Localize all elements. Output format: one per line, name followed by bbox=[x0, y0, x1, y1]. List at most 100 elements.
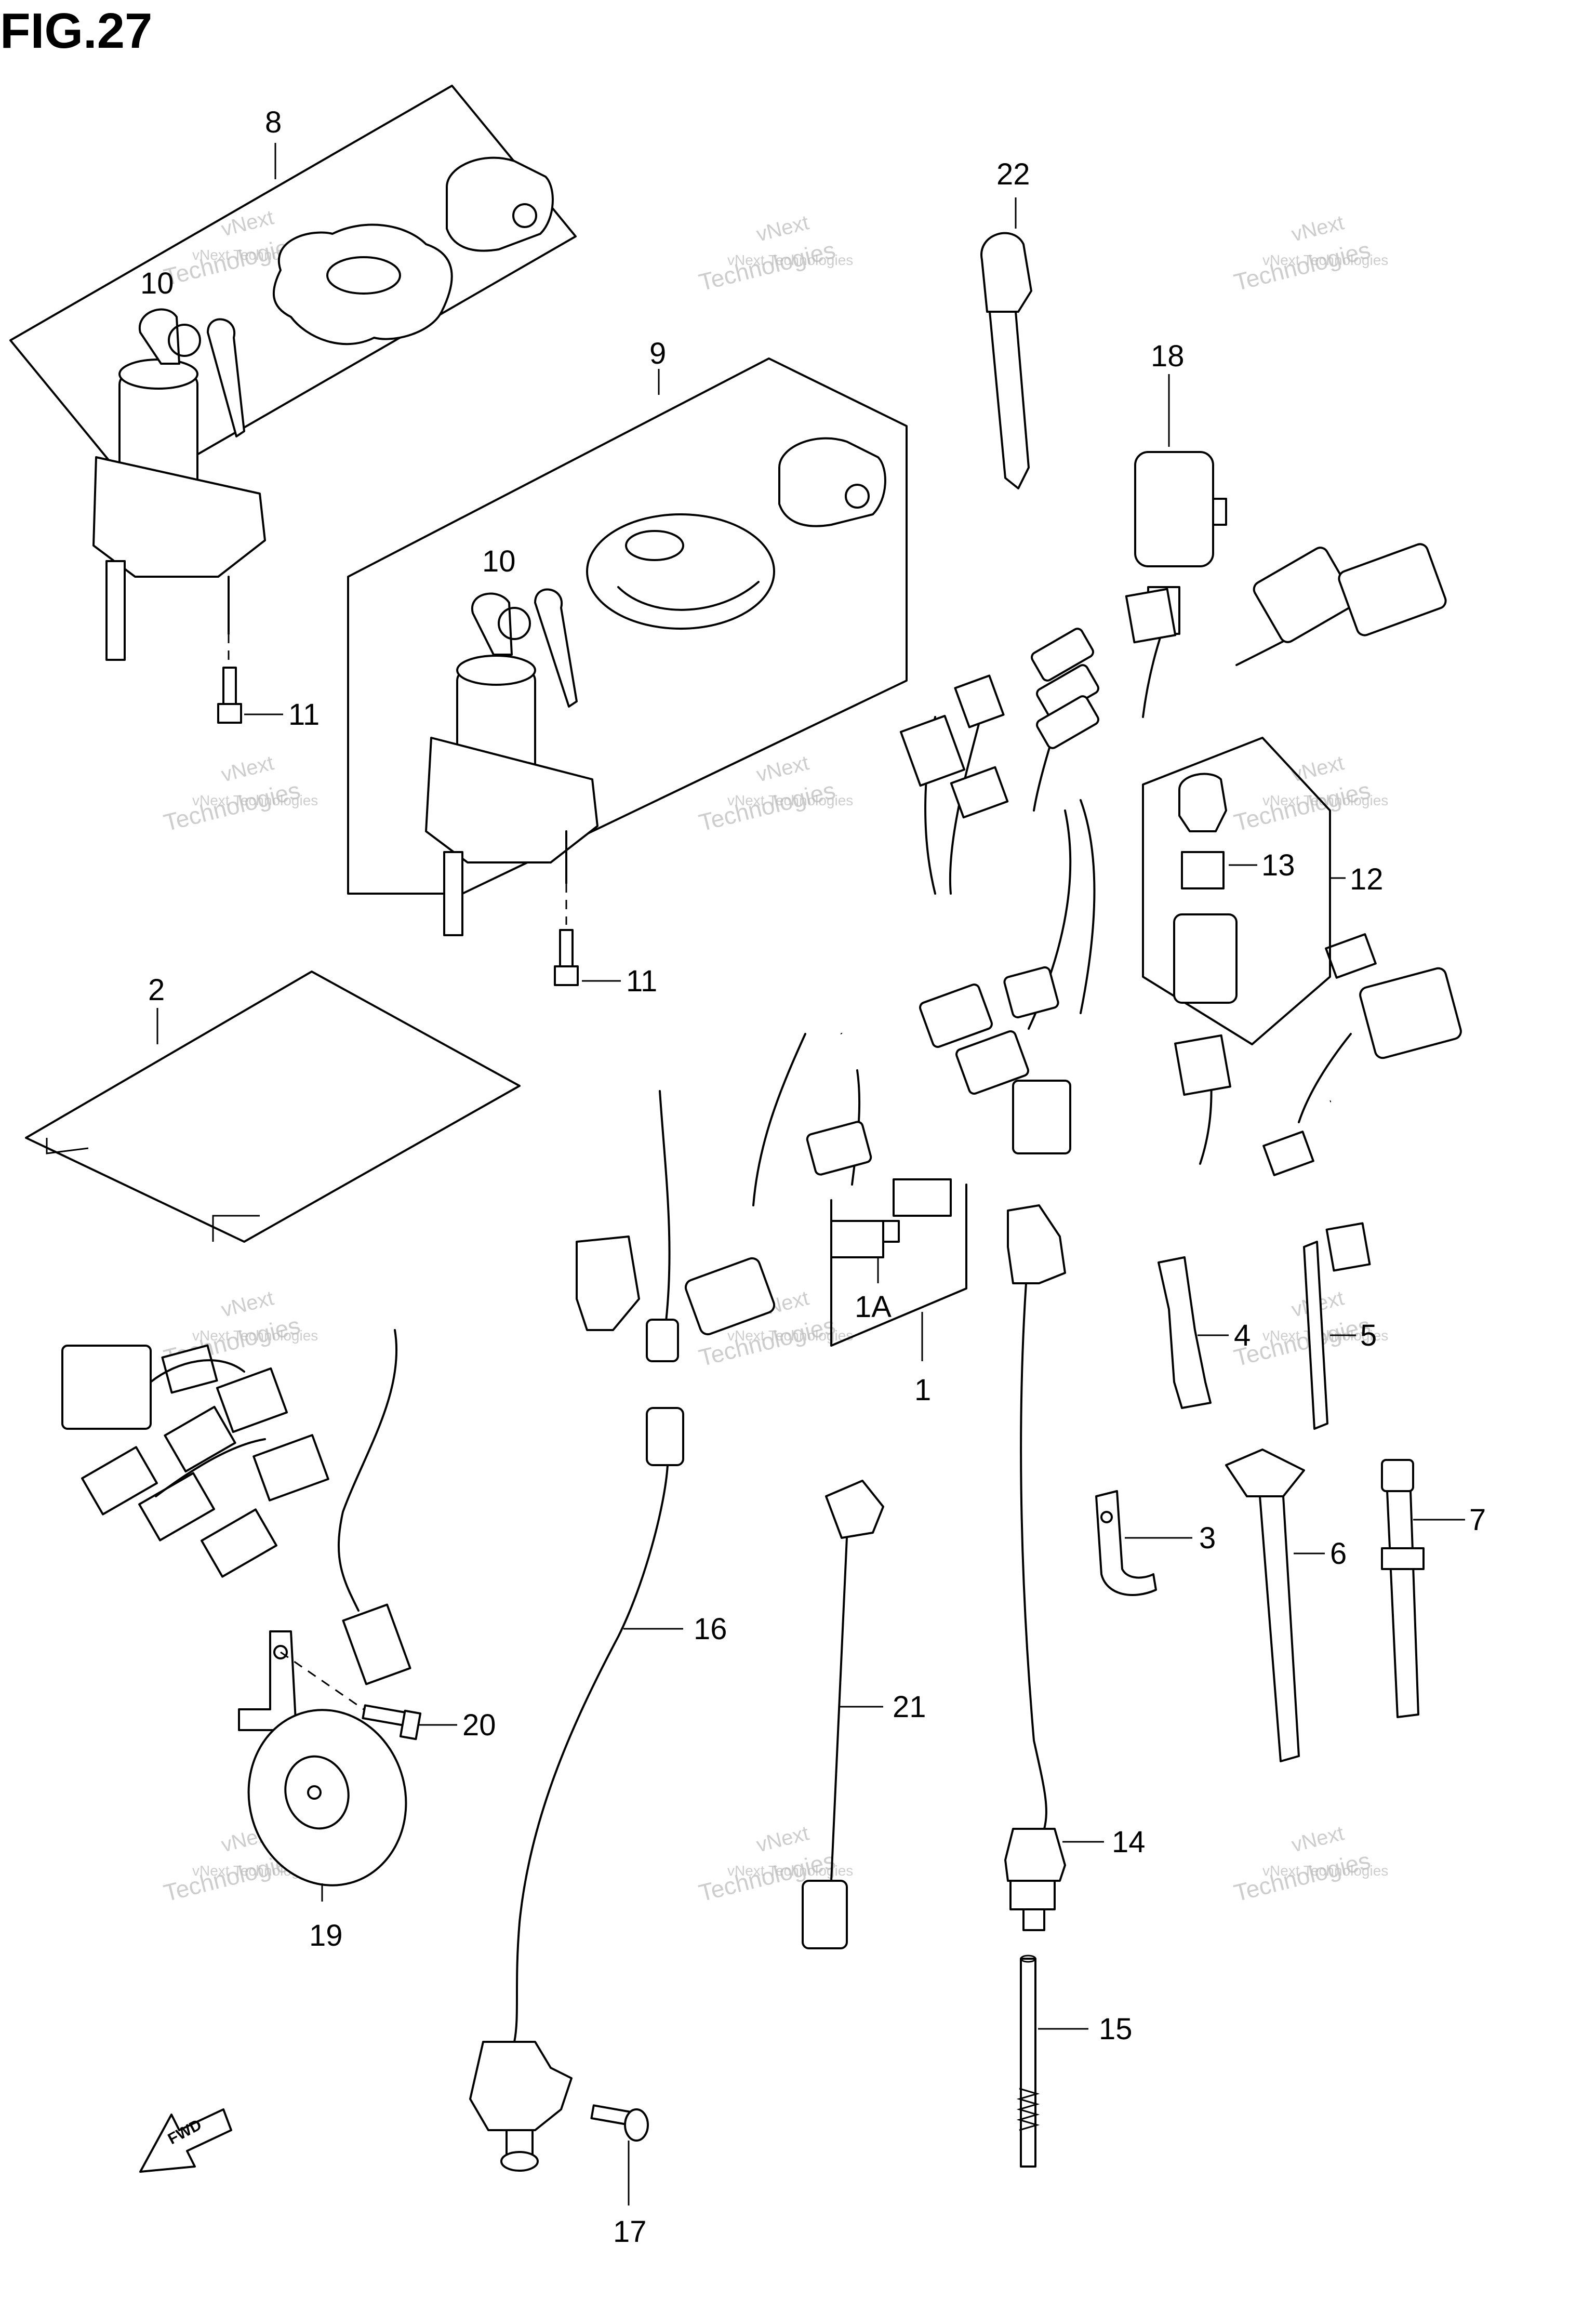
label-8: 8 bbox=[265, 105, 282, 139]
label-11-upper: 11 bbox=[288, 698, 320, 732]
watermark-text: vNext Technologies bbox=[192, 1327, 318, 1344]
switch-connector bbox=[646, 1407, 684, 1466]
label-18: 18 bbox=[1151, 339, 1185, 373]
watermark-technologies: Technologies bbox=[696, 776, 838, 836]
ignition-switch-top bbox=[118, 358, 198, 390]
horn-terminal bbox=[307, 1785, 322, 1800]
key-blade bbox=[989, 311, 1030, 489]
label-13: 13 bbox=[1261, 848, 1295, 882]
label-2: 2 bbox=[148, 973, 165, 1007]
part-9-ignition-switch-set bbox=[347, 357, 908, 936]
part-3-bracket bbox=[1095, 1490, 1192, 1596]
fuel-cap-lock bbox=[326, 256, 401, 295]
wire bbox=[337, 1329, 398, 1612]
seat-lock bbox=[778, 437, 886, 527]
sensor-cap bbox=[825, 1480, 884, 1539]
part-22-key bbox=[980, 197, 1032, 489]
part-9-outline bbox=[347, 357, 908, 895]
harness-connector bbox=[955, 1030, 1029, 1095]
harness-connector bbox=[684, 1257, 776, 1336]
switch-body bbox=[1004, 1828, 1066, 1882]
watermark-vnext: vNext bbox=[1289, 751, 1347, 786]
fuel-cap bbox=[586, 513, 775, 630]
part-15-pin bbox=[1016, 1955, 1088, 2168]
part-5-strap bbox=[1303, 1222, 1371, 1430]
screw-head bbox=[554, 965, 579, 986]
watermark-vnext: vNext bbox=[219, 206, 276, 241]
part-8-ignition-switch-set bbox=[9, 85, 577, 661]
horn-bracket bbox=[238, 1630, 297, 1731]
label-11-lower: 11 bbox=[626, 964, 657, 998]
horn-center bbox=[284, 1755, 350, 1830]
watermark-vnext: vNext bbox=[754, 751, 812, 786]
label-5: 5 bbox=[1360, 1319, 1377, 1352]
harness-connector bbox=[1338, 543, 1447, 636]
switch-nut bbox=[1009, 1880, 1056, 1910]
part-8-outline bbox=[9, 85, 577, 492]
pin-spring bbox=[1016, 2088, 1040, 2131]
harness-connector bbox=[1359, 967, 1462, 1059]
part-12-fuse-box bbox=[1142, 737, 1346, 1045]
harness-connector bbox=[1174, 1034, 1231, 1096]
seat-lock-keyhole bbox=[845, 484, 870, 509]
harness-connector bbox=[1031, 628, 1094, 682]
ignition-switch-flange bbox=[92, 456, 266, 578]
harness-branch-right-fill bbox=[839, 1031, 1331, 1178]
switch-connector bbox=[1007, 1204, 1066, 1284]
key-blade bbox=[534, 588, 578, 708]
label-12: 12 bbox=[1350, 862, 1384, 896]
watermark-vnext: vNext bbox=[219, 751, 276, 786]
label-16: 16 bbox=[694, 1612, 727, 1646]
label-17: 17 bbox=[613, 2215, 647, 2249]
watermark-technologies: Technologies bbox=[161, 776, 303, 836]
part-2-label-sheet bbox=[25, 971, 521, 1243]
label-22: 22 bbox=[996, 157, 1030, 191]
label-sheet-mark bbox=[46, 1138, 89, 1154]
part-20-bolt bbox=[362, 1704, 457, 1740]
seat-lock-keyhole bbox=[512, 203, 537, 228]
horn-body bbox=[247, 1709, 407, 1886]
part-4-clamp bbox=[1158, 1256, 1229, 1409]
harness-connector bbox=[899, 714, 966, 787]
label-21: 21 bbox=[893, 1690, 926, 1724]
harness-connector bbox=[1262, 1131, 1314, 1176]
key-blade bbox=[207, 318, 245, 437]
harness-connector bbox=[1125, 588, 1177, 644]
part-13-fuse bbox=[1181, 851, 1225, 889]
pin-top bbox=[1020, 1955, 1036, 1963]
switch-body bbox=[469, 2041, 573, 2131]
part-17-screw bbox=[590, 2104, 649, 2205]
watermark-vnext: vNext bbox=[754, 1822, 812, 1856]
key-head bbox=[138, 308, 180, 365]
harness-connector bbox=[1325, 933, 1377, 979]
harness-connector bbox=[576, 1235, 640, 1331]
watermark-technologies: Technologies bbox=[1231, 236, 1373, 296]
switch-cable bbox=[1020, 1282, 1047, 1830]
harness-connector bbox=[216, 1367, 288, 1433]
fwd-arrow-shape bbox=[139, 2108, 232, 2173]
part-16-side-stand-switch bbox=[469, 1407, 684, 2172]
bolt-head bbox=[399, 1709, 422, 1740]
switch-tip bbox=[1022, 1908, 1045, 1931]
harness-connector bbox=[1036, 695, 1099, 749]
fuse-box-body bbox=[1173, 913, 1238, 1004]
horn-bracket-hole bbox=[273, 1645, 288, 1659]
label-19: 19 bbox=[309, 1919, 343, 1952]
harness-connector-pin bbox=[882, 1220, 900, 1243]
harness-connector bbox=[954, 674, 1005, 728]
label-sheet-outline bbox=[25, 971, 521, 1243]
watermark-text: vNext Technologies bbox=[1262, 252, 1388, 268]
switch-cable bbox=[513, 1464, 669, 2043]
label-4: 4 bbox=[1234, 1319, 1251, 1352]
part-19-horn bbox=[238, 1630, 407, 1902]
part-14-switch bbox=[1004, 1204, 1104, 1931]
key-head bbox=[980, 232, 1032, 313]
fuse-box-cover bbox=[1178, 773, 1227, 832]
key-head bbox=[471, 592, 513, 656]
part-11-screw-lower bbox=[554, 883, 621, 986]
figure-title: FIG.27 bbox=[0, 3, 152, 59]
watermark-text: vNext Technologies bbox=[1262, 1327, 1388, 1344]
watermark-text: vNext Technologies bbox=[1262, 1863, 1388, 1879]
screw-head bbox=[624, 2108, 649, 2142]
